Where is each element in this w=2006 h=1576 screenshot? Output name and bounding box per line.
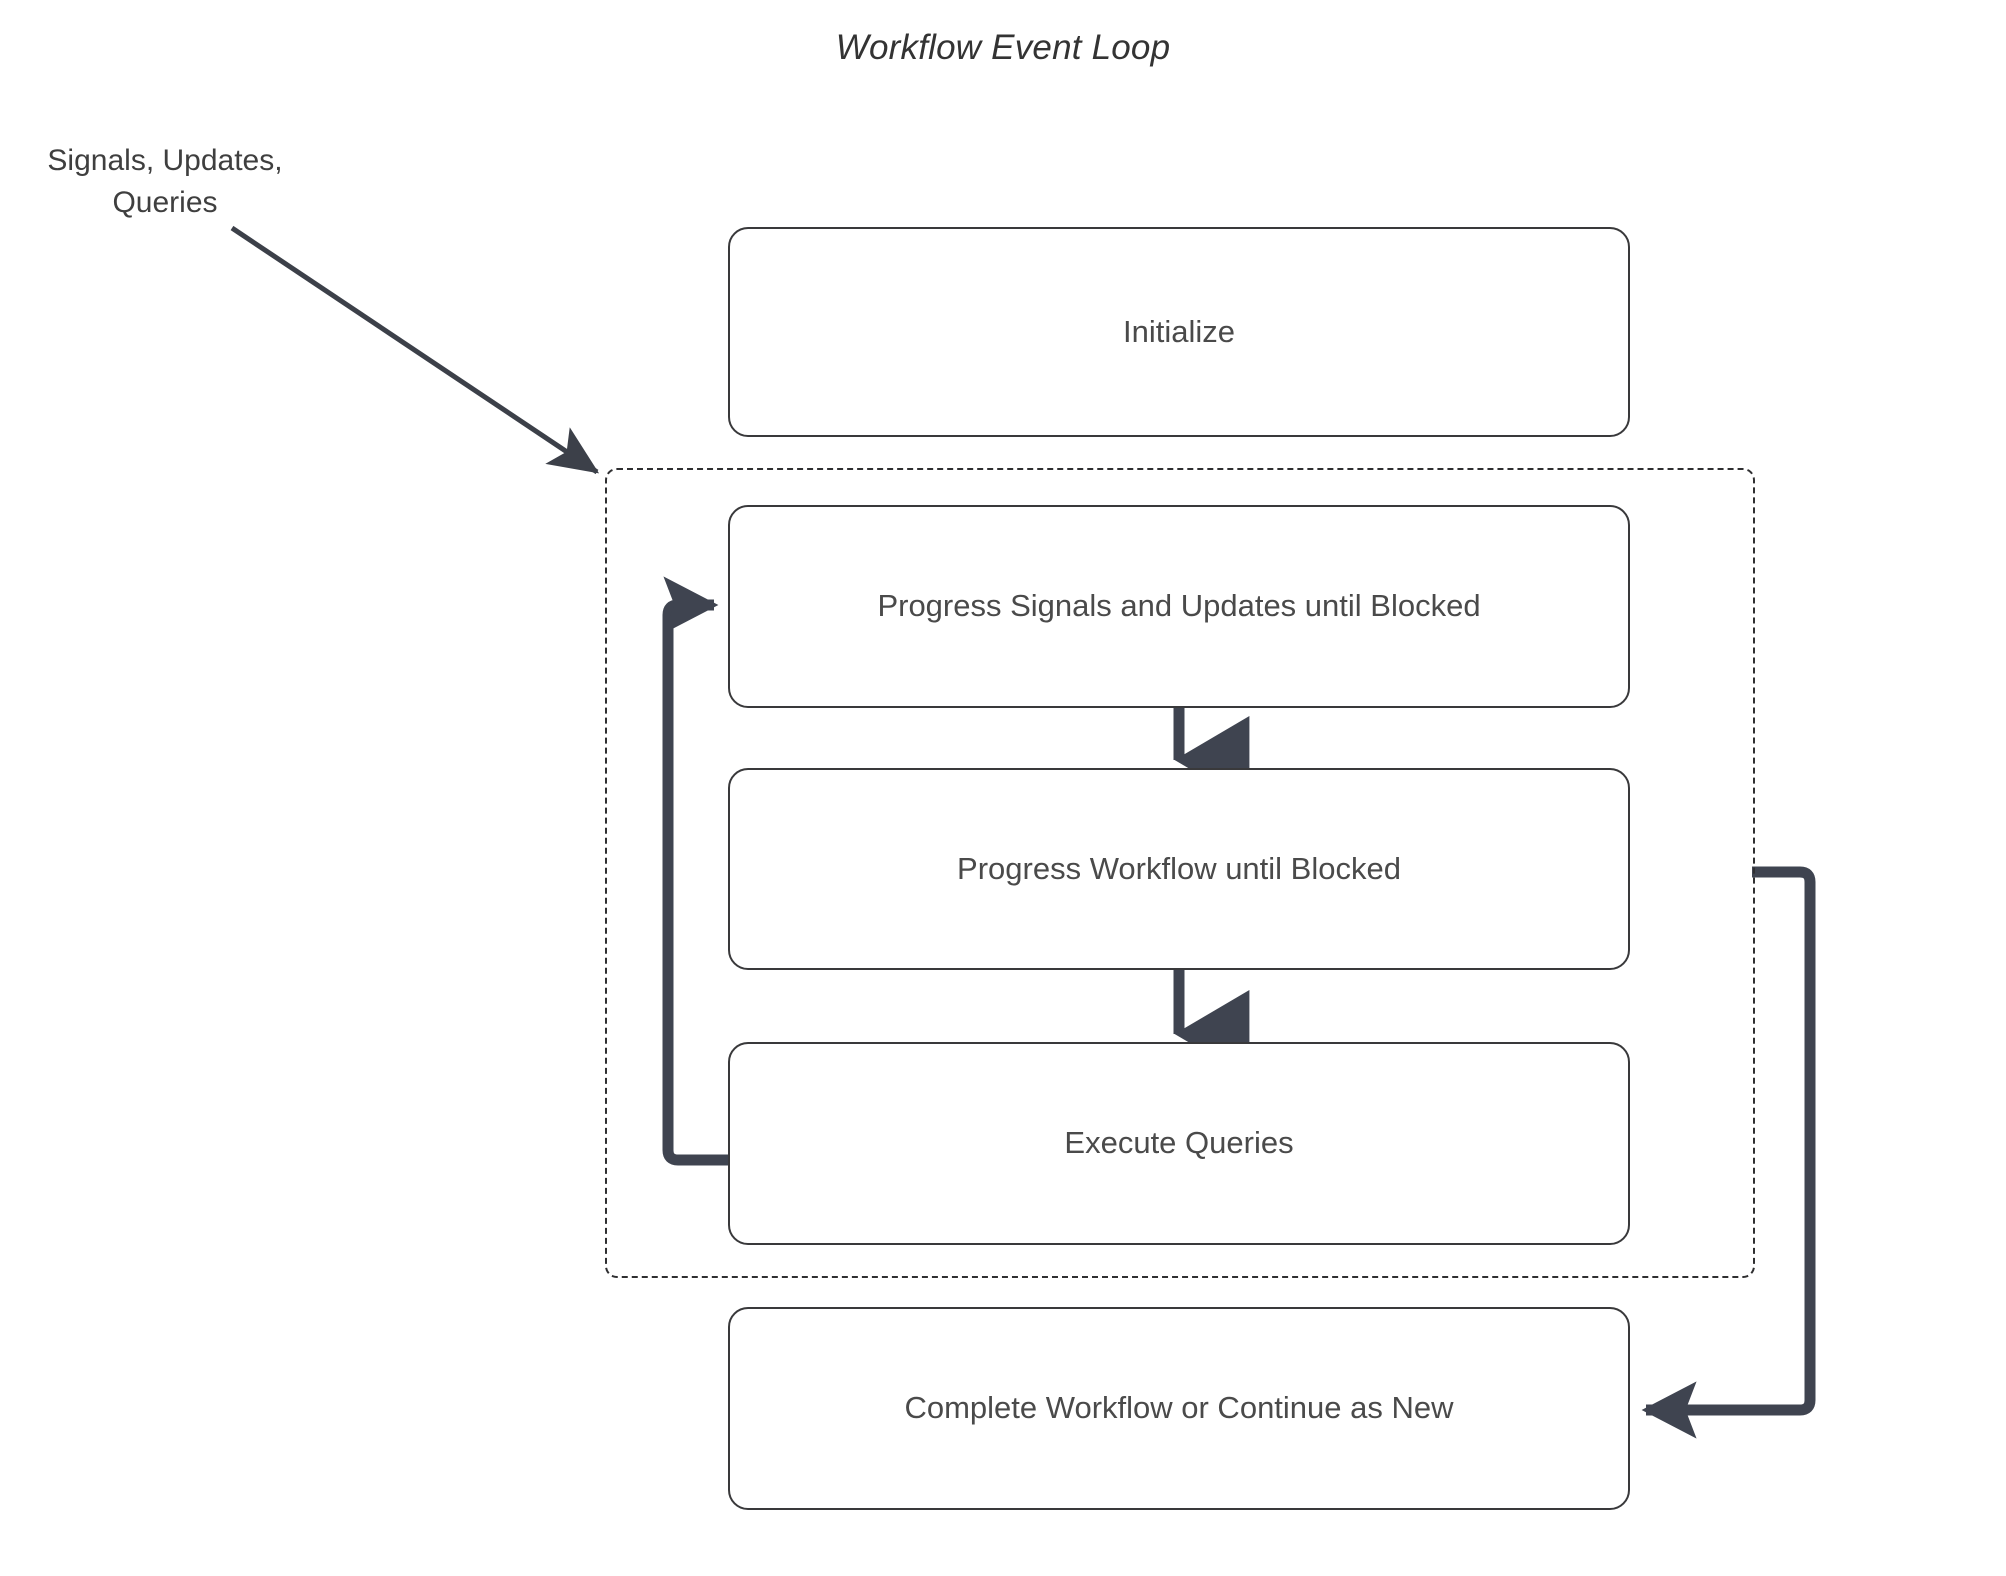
node-progress-signals-label: Progress Signals and Updates until Block… [877,588,1481,624]
node-progress-workflow-label: Progress Workflow until Blocked [957,850,1401,886]
node-initialize-label: Initialize [1123,313,1235,349]
node-progress-signals[interactable]: Progress Signals and Updates until Block… [728,505,1630,708]
page-title: Workflow Event Loop [835,28,1171,67]
node-initialize[interactable]: Initialize [728,227,1630,437]
external-input-label: Signals, Updates, Queries [20,140,310,224]
node-execute-queries[interactable]: Execute Queries [728,1042,1630,1245]
node-complete-workflow-label: Complete Workflow or Continue as New [904,1390,1454,1426]
node-complete-workflow[interactable]: Complete Workflow or Continue as New [728,1307,1630,1510]
node-progress-workflow[interactable]: Progress Workflow until Blocked [728,768,1630,970]
node-execute-queries-label: Execute Queries [1064,1125,1294,1161]
external-input-label-line-1: Signals, Updates, [47,144,283,177]
edge-input-to-loop [230,225,600,475]
external-input-label-line-2: Queries [112,186,218,219]
